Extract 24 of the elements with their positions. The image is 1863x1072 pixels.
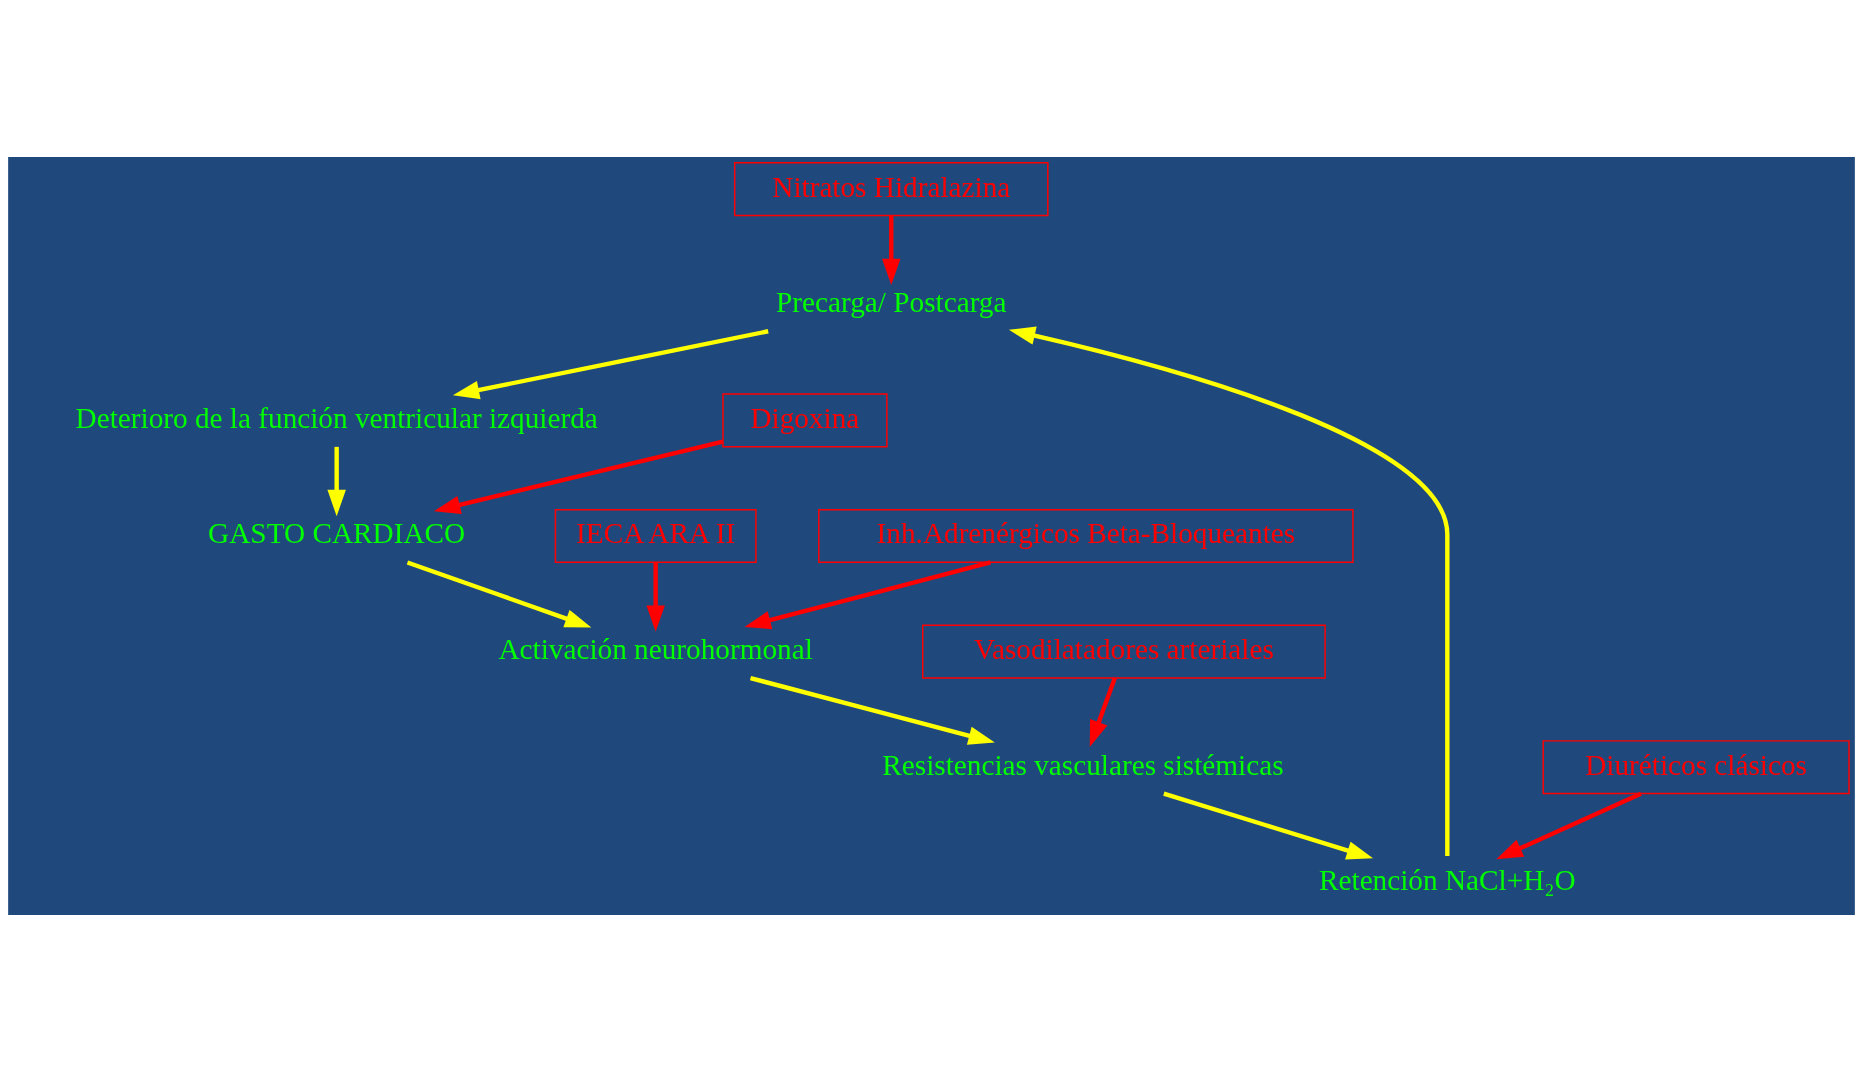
node-text: Precarga/ Postcarga <box>776 286 1007 319</box>
node-box: Nitratos Hidralazina <box>733 162 1049 217</box>
node-text: Resistencias vasculares sistémicas <box>882 748 1284 781</box>
arrow <box>327 446 346 517</box>
arrow <box>1163 791 1374 860</box>
node-text: GASTO CARDIACO <box>208 517 466 550</box>
node-text: Retención NaCl+H₂O <box>1319 864 1576 897</box>
arrow <box>646 562 665 632</box>
arrow <box>406 560 592 628</box>
arrow <box>1089 677 1117 748</box>
arrow <box>882 215 901 286</box>
arrow <box>744 560 991 630</box>
node-box: Inh.Adrenérgicos Beta-Bloqueantes <box>818 508 1354 564</box>
node-text: Activación neurohormonal <box>498 632 813 665</box>
node-box: Diuréticos clásicos <box>1542 740 1850 795</box>
arrow <box>1008 326 1450 856</box>
arrow <box>433 439 724 514</box>
node-box: IECA ARA II <box>554 508 757 564</box>
node-box: Digoxina <box>722 393 888 448</box>
node-box: Vasodilatadores arteriales <box>922 624 1326 679</box>
node-text: Deterioro de la función ventricular izquierda <box>75 401 598 434</box>
arrow <box>452 329 769 400</box>
arrow <box>749 675 995 745</box>
arrow <box>1496 791 1642 860</box>
